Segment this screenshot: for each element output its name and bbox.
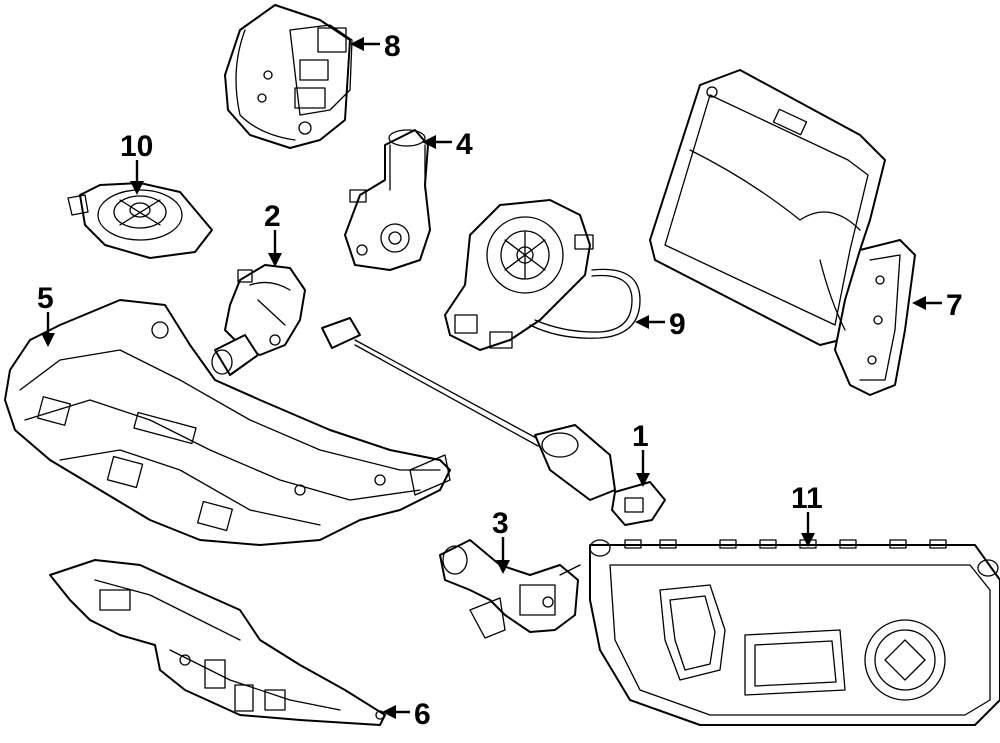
- callout-9: 9: [635, 308, 686, 341]
- callout-label-2: 2: [264, 200, 281, 233]
- callout-label-11: 11: [791, 482, 823, 515]
- part-9-blower-motor[interactable]: [444, 199, 641, 351]
- part-5-seat-frame[interactable]: [4, 299, 451, 546]
- callout-7: 7: [912, 289, 963, 322]
- callout-label-5: 5: [37, 282, 54, 315]
- part-8-motor-gearbox[interactable]: [224, 4, 353, 149]
- part-10-blower[interactable]: [67, 182, 213, 259]
- part-4-motor[interactable]: [344, 129, 431, 271]
- part-1-connector[interactable]: [611, 481, 666, 526]
- callout-6: 6: [382, 698, 431, 731]
- callout-1: 1: [632, 420, 650, 487]
- part-3-actuator[interactable]: [439, 539, 581, 639]
- callout-11: 11: [791, 482, 823, 547]
- callout-2: 2: [264, 200, 282, 267]
- callout-label-3: 3: [492, 507, 509, 540]
- callout-10: 10: [120, 130, 153, 195]
- callout-label-7: 7: [946, 289, 963, 322]
- part-11-switch-panel[interactable]: [589, 539, 1000, 726]
- part-2-motor[interactable]: [211, 264, 306, 376]
- callout-5: 5: [37, 282, 55, 347]
- callout-8: 8: [350, 30, 401, 63]
- callout-label-10: 10: [120, 130, 153, 163]
- callout-label-6: 6: [414, 698, 431, 731]
- part-6-bracket[interactable]: [49, 559, 386, 726]
- callout-label-8: 8: [384, 30, 401, 63]
- callout-3: 3: [492, 507, 510, 574]
- part-7-seat-back-panel[interactable]: [649, 69, 916, 396]
- callout-label-1: 1: [632, 420, 649, 453]
- callout-label-9: 9: [669, 308, 686, 341]
- callout-4: 4: [422, 128, 473, 161]
- cable-assembly[interactable]: [321, 317, 616, 501]
- callout-label-4: 4: [456, 128, 473, 161]
